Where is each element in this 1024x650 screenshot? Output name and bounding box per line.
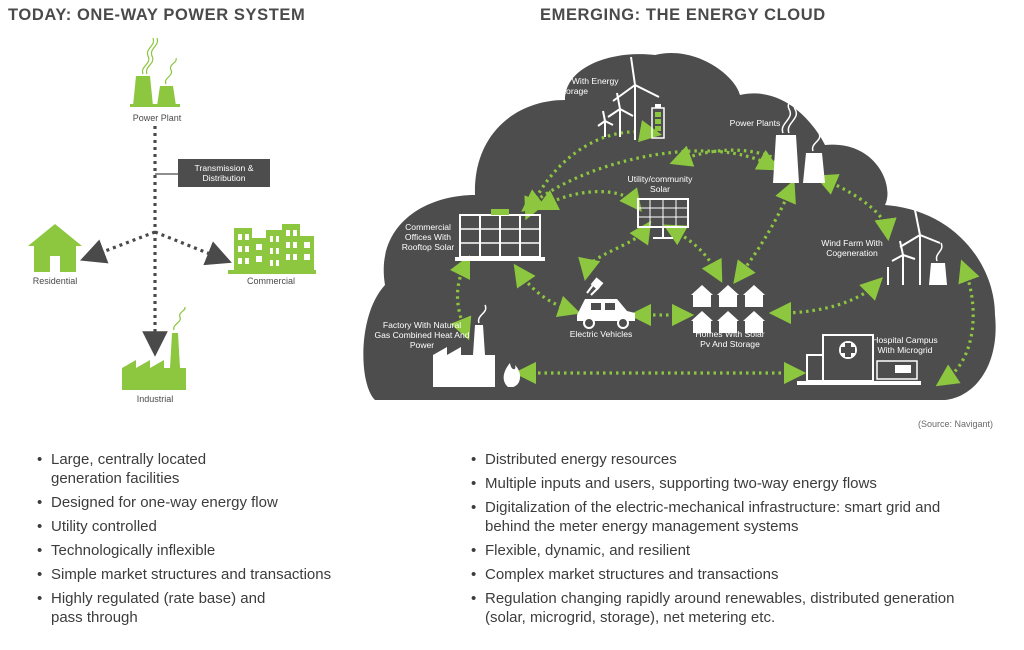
list-item: Technologically inflexible	[37, 541, 387, 560]
industrial-label: Industrial	[136, 394, 174, 404]
homes-icon	[691, 285, 765, 333]
power-plant-label: Power Plant	[132, 113, 182, 123]
power-plant-icon	[130, 37, 180, 107]
factory-chp-icon	[433, 304, 521, 387]
battery-icon	[651, 104, 665, 139]
right-heading: EMERGING: THE ENERGY CLOUD	[540, 6, 826, 24]
factory-label: Factory With Natural Gas Combined Heat A…	[374, 320, 470, 350]
wind-cogen-label: Wind Farm With Cogeneration	[821, 238, 883, 258]
office-building-icon	[455, 209, 545, 261]
commercial-offices-label: Commercial Offices With Rooftop Solar	[401, 222, 455, 252]
list-item: Flexible, dynamic, and resilient	[471, 541, 981, 560]
power-plants-icon	[773, 88, 825, 183]
factory-icon	[122, 306, 186, 390]
commercial-label: Commercial	[246, 276, 295, 286]
list-item: Regulation changing rapidly around renew…	[471, 589, 975, 627]
flow-offices-solar	[534, 187, 642, 212]
cogen-plant-icon	[929, 242, 947, 285]
wind-turbine-icon	[597, 56, 660, 140]
list-item: Complex market structures and transactio…	[471, 565, 981, 584]
list-item: Distributed energy resources	[471, 450, 981, 469]
list-item: Simple market structures and transaction…	[37, 565, 387, 584]
community-solar-label: Utility/community Solar	[627, 174, 693, 194]
list-item: Designed for one-way energy flow	[37, 493, 387, 512]
residential-label: Residential	[32, 276, 78, 286]
electric-vehicles-label: Electric Vehicles	[569, 329, 633, 339]
hospital-icon	[797, 334, 921, 385]
flow-solar-homes	[663, 224, 723, 283]
list-item: Highly regulated (rate base) and pass th…	[37, 589, 266, 627]
list-item: Utility controlled	[37, 517, 387, 536]
right-bullet-list: Distributed energy resources Multiple in…	[471, 450, 981, 632]
flow-to-commercial	[154, 230, 232, 266]
list-item: Multiple inputs and users, supporting tw…	[471, 474, 981, 493]
one-way-diagram	[28, 37, 316, 390]
list-item: Digitalization of the electric-mechanica…	[471, 498, 945, 536]
left-heading: TODAY: ONE-WAY POWER SYSTEM	[8, 6, 306, 24]
list-item: Large, centrally located generation faci…	[37, 450, 231, 488]
cogen-wind-turbine-icon	[887, 209, 941, 285]
flow-plants-homes	[733, 179, 796, 284]
left-bullet-list: Large, centrally located generation faci…	[37, 450, 387, 632]
hospital-label: Hospital Campus With Microgrid	[872, 335, 938, 355]
source-note: (Source: Navigant)	[918, 419, 994, 429]
energy-cloud-diagram	[363, 53, 996, 400]
house-icon	[28, 224, 82, 272]
flow-offices-factory	[449, 254, 472, 341]
flow-offices-ev	[513, 263, 581, 318]
homes-label: Homes With Solar Pv And Storage	[695, 329, 765, 349]
flow-to-residential	[80, 230, 156, 264]
transmission-box: Transmission & Distribution	[178, 159, 270, 187]
flow-homes-cogen	[768, 277, 883, 325]
flow-cogen-hospital	[935, 259, 980, 387]
wind-storage-label: Wind Farm With Energy Storage	[527, 76, 619, 96]
solar-panel-icon	[637, 198, 689, 239]
power-plants-label: Power Plants	[729, 118, 781, 128]
electric-car-icon	[577, 277, 635, 329]
flow-solar-ev	[578, 220, 652, 281]
